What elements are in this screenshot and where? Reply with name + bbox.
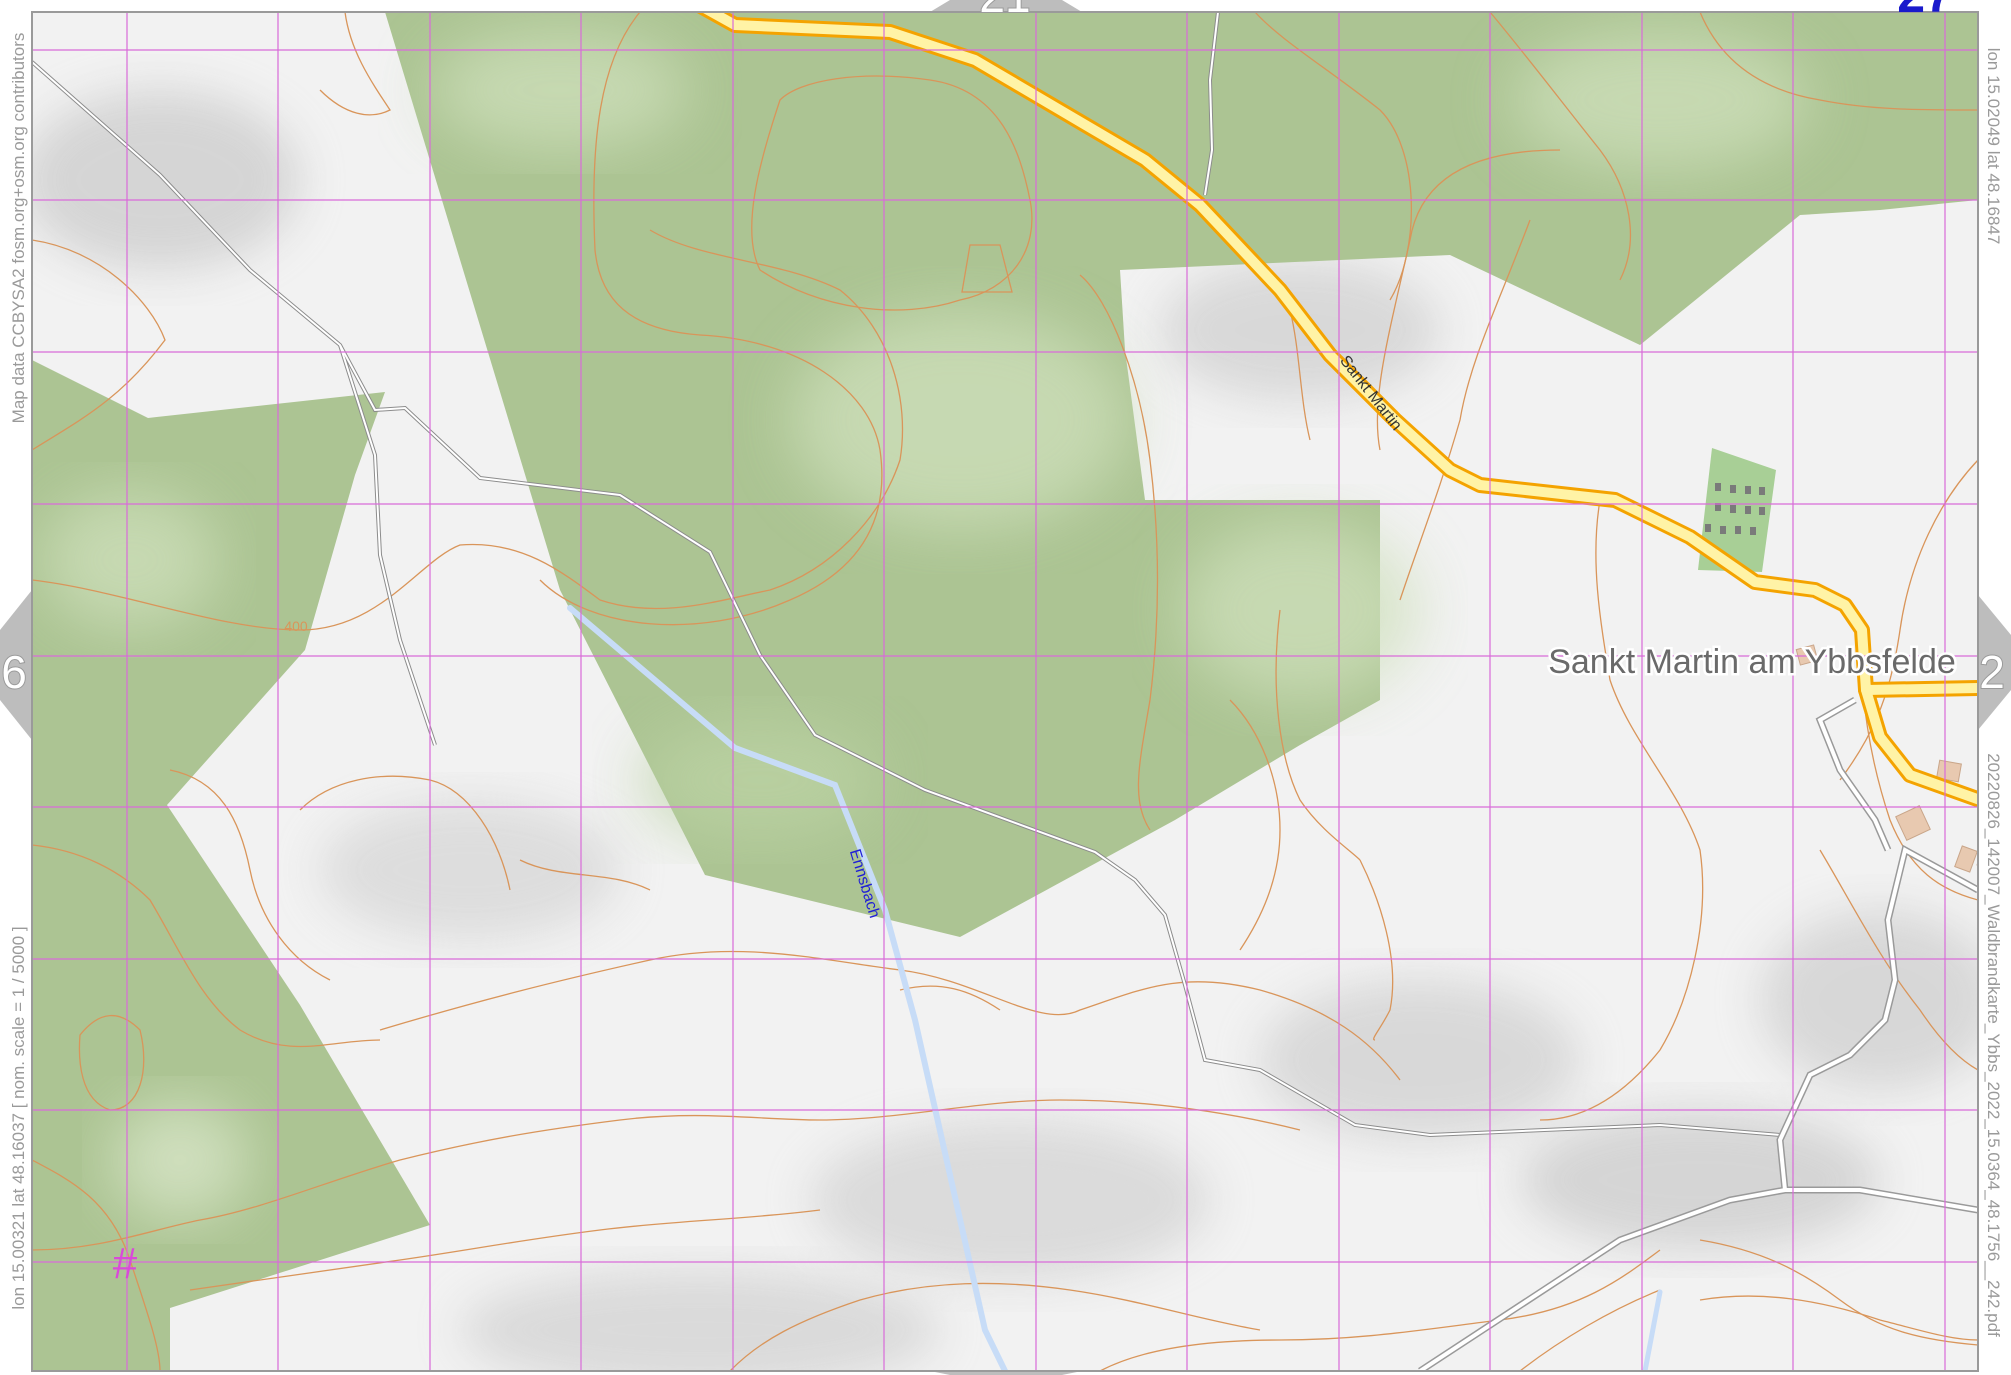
streams xyxy=(567,605,1663,1371)
coordinates-bottom-left: lon 15.00321 lat 48.16037 [ nom. scale =… xyxy=(9,926,28,1309)
page-number-top[interactable]: 21 xyxy=(978,0,1031,23)
building xyxy=(1936,759,1962,783)
grid-marker: # xyxy=(113,1239,138,1288)
buildings xyxy=(1795,644,1978,873)
attribution-text: Map data CCBYSA2 fosm.org+osm.org contri… xyxy=(9,33,28,424)
map-frame xyxy=(31,11,1979,1372)
building xyxy=(1954,845,1978,873)
forest-highlights xyxy=(40,30,1810,1220)
file-name-text: 20220826_142007_Waldbrandkarte_Ybbs_2022… xyxy=(1984,753,2003,1337)
corner-tile-number: 27 xyxy=(1897,0,1953,23)
map-grid xyxy=(32,12,1978,1371)
nav-arrow-left[interactable] xyxy=(0,590,32,740)
contour-lines xyxy=(32,12,1978,1371)
contour-elevation-label: 400 xyxy=(284,618,308,634)
nav-arrow-right[interactable] xyxy=(1978,595,2011,730)
hillshade xyxy=(32,90,1978,1371)
place-label: Sankt Martin am Ybbsfelde xyxy=(1548,643,1956,681)
page-number-left[interactable]: 6 xyxy=(0,645,28,699)
cemetery xyxy=(1698,448,1776,572)
building xyxy=(1895,805,1931,841)
tracks xyxy=(32,12,1787,1191)
coordinates-top-right: lon 15.02049 lat 48.16847 xyxy=(1984,48,2003,245)
main-road-sankt-martin xyxy=(695,12,1978,808)
building xyxy=(1795,644,1819,666)
nav-arrow-top[interactable] xyxy=(930,0,1082,12)
stream-ennsbach xyxy=(567,605,1008,1371)
stream-minor xyxy=(1642,1289,1663,1371)
page-number-right[interactable]: 2 xyxy=(1978,645,2006,699)
